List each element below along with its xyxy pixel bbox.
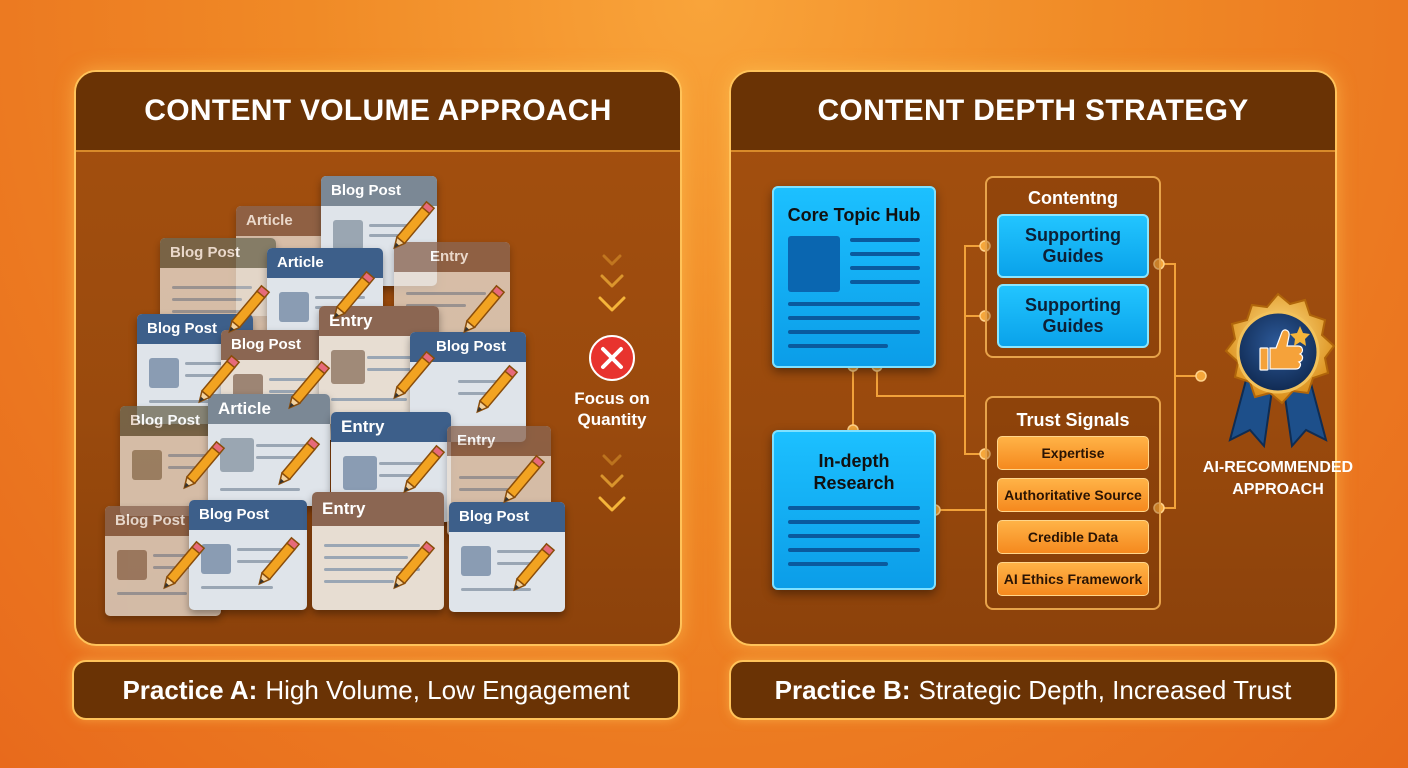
card-label: Blog Post — [189, 500, 307, 530]
status-line-1: Focus on — [574, 389, 650, 408]
practice-b-bar: Practice B: Strategic Depth, Increased T… — [729, 660, 1337, 720]
contenting-title: Contentng — [1028, 188, 1118, 208]
ai-recommended-label: AI-RECOMMENDED APPROACH — [1188, 457, 1368, 501]
card-label: Entry — [312, 492, 444, 526]
card-label: Blog Post — [410, 332, 526, 362]
supporting-1-line-2: Guides — [1042, 246, 1104, 266]
trust-signals-title: Trust Signals — [1016, 410, 1130, 430]
badge-line-2: APPROACH — [1232, 481, 1324, 498]
practice-a-bar: Practice A: High Volume, Low Engagement — [72, 660, 680, 720]
supporting-2-line-2: Guides — [1042, 316, 1104, 336]
card-label: Blog Post — [321, 176, 437, 206]
trust-item-expertise: Expertise — [997, 436, 1149, 470]
core-topic-hub-label: Core Topic Hub — [787, 205, 921, 225]
practice-b-bold: Practice B: — [774, 674, 911, 705]
trust-item-credible-data: Credible Data — [997, 520, 1149, 554]
core-topic-hub-card: Core Topic Hub — [772, 186, 936, 368]
research-line-2: Research — [813, 473, 895, 493]
pile-card: Blog Post — [189, 500, 307, 610]
panel-title-volume: CONTENT VOLUME APPROACH — [76, 72, 680, 152]
card-label: Blog Post — [160, 238, 276, 268]
x-circle-icon — [589, 335, 635, 381]
pile-card: Article — [208, 394, 330, 506]
pile-card: Blog Post — [449, 502, 565, 612]
card-label: Entry — [394, 242, 510, 272]
status-line-2: Quantity — [577, 410, 647, 429]
practice-a-text: High Volume, Low Engagement — [265, 674, 630, 705]
card-label: Entry — [331, 412, 451, 442]
card-label: Entry — [447, 426, 551, 456]
badge-line-1: AI-RECOMMENDED — [1202, 459, 1354, 476]
thumbs-up-badge-icon — [1224, 292, 1336, 449]
practice-a-bold: Practice A: — [122, 674, 258, 705]
trust-signals-group: Trust Signals Expertise Authoritative So… — [985, 396, 1161, 610]
practice-b-text: Strategic Depth, Increased Trust — [918, 674, 1292, 705]
trust-item-ai-ethics-framework: AI Ethics Framework — [997, 562, 1149, 596]
panel-title-depth: CONTENT DEPTH STRATEGY — [731, 72, 1335, 152]
research-label: In-depth Research — [774, 450, 934, 494]
supporting-1-line-1: Supporting — [1025, 225, 1121, 245]
supporting-2-line-1: Supporting — [1025, 295, 1121, 315]
in-depth-research-card: In-depth Research — [772, 430, 936, 590]
card-label: Article — [208, 394, 330, 424]
focus-quantity-label: Focus on Quantity — [552, 388, 672, 430]
trust-item-authoritative-source: Authoritative Source — [997, 478, 1149, 512]
research-line-1: In-depth — [818, 451, 890, 471]
card-label: Article — [267, 248, 383, 278]
content-volume-panel: CONTENT VOLUME APPROACH Article Blog Pos… — [74, 70, 682, 646]
card-label: Blog Post — [221, 330, 337, 360]
chevron-down-icons — [598, 254, 626, 512]
pile-card: Entry — [312, 492, 444, 610]
card-label: Blog Post — [449, 502, 565, 532]
